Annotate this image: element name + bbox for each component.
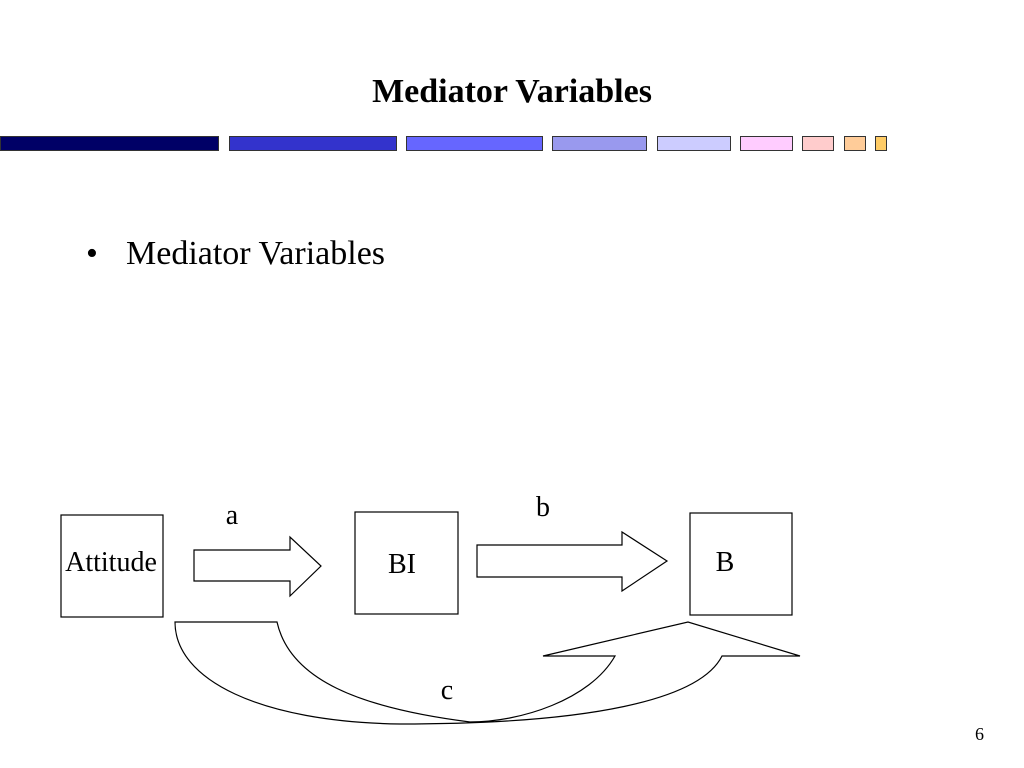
decor-bar-9 xyxy=(875,136,887,151)
path-a-arrow xyxy=(193,535,322,598)
decor-bar-6 xyxy=(740,136,793,151)
decor-bar-8 xyxy=(844,136,866,151)
decor-bar-4 xyxy=(552,136,647,151)
bi-label: BI xyxy=(388,549,416,580)
bullet-symbol: • xyxy=(86,235,98,272)
path-c-label: c xyxy=(441,675,453,706)
path-a-label: a xyxy=(226,500,239,531)
attitude-label: Attitude xyxy=(65,547,157,578)
b-label: B xyxy=(716,547,735,578)
attitude-box xyxy=(60,514,164,618)
decor-bar-2 xyxy=(229,136,397,151)
slide-title: Mediator Variables xyxy=(372,73,652,110)
path-c-arrow xyxy=(174,621,801,725)
decorative-bar-strip xyxy=(0,136,1024,152)
path-b-arrow xyxy=(476,530,669,593)
decor-bar-5 xyxy=(657,136,731,151)
bi-box xyxy=(354,511,459,615)
bullet-text: Mediator Variables xyxy=(126,235,386,272)
page-number: 6 xyxy=(975,724,984,744)
decor-bar-3 xyxy=(406,136,543,151)
b-box xyxy=(689,512,793,616)
decor-bar-7 xyxy=(802,136,834,151)
path-b-label: b xyxy=(536,492,550,523)
bullet-item: • Mediator Variables xyxy=(86,234,385,274)
decor-bar-1 xyxy=(0,136,219,151)
